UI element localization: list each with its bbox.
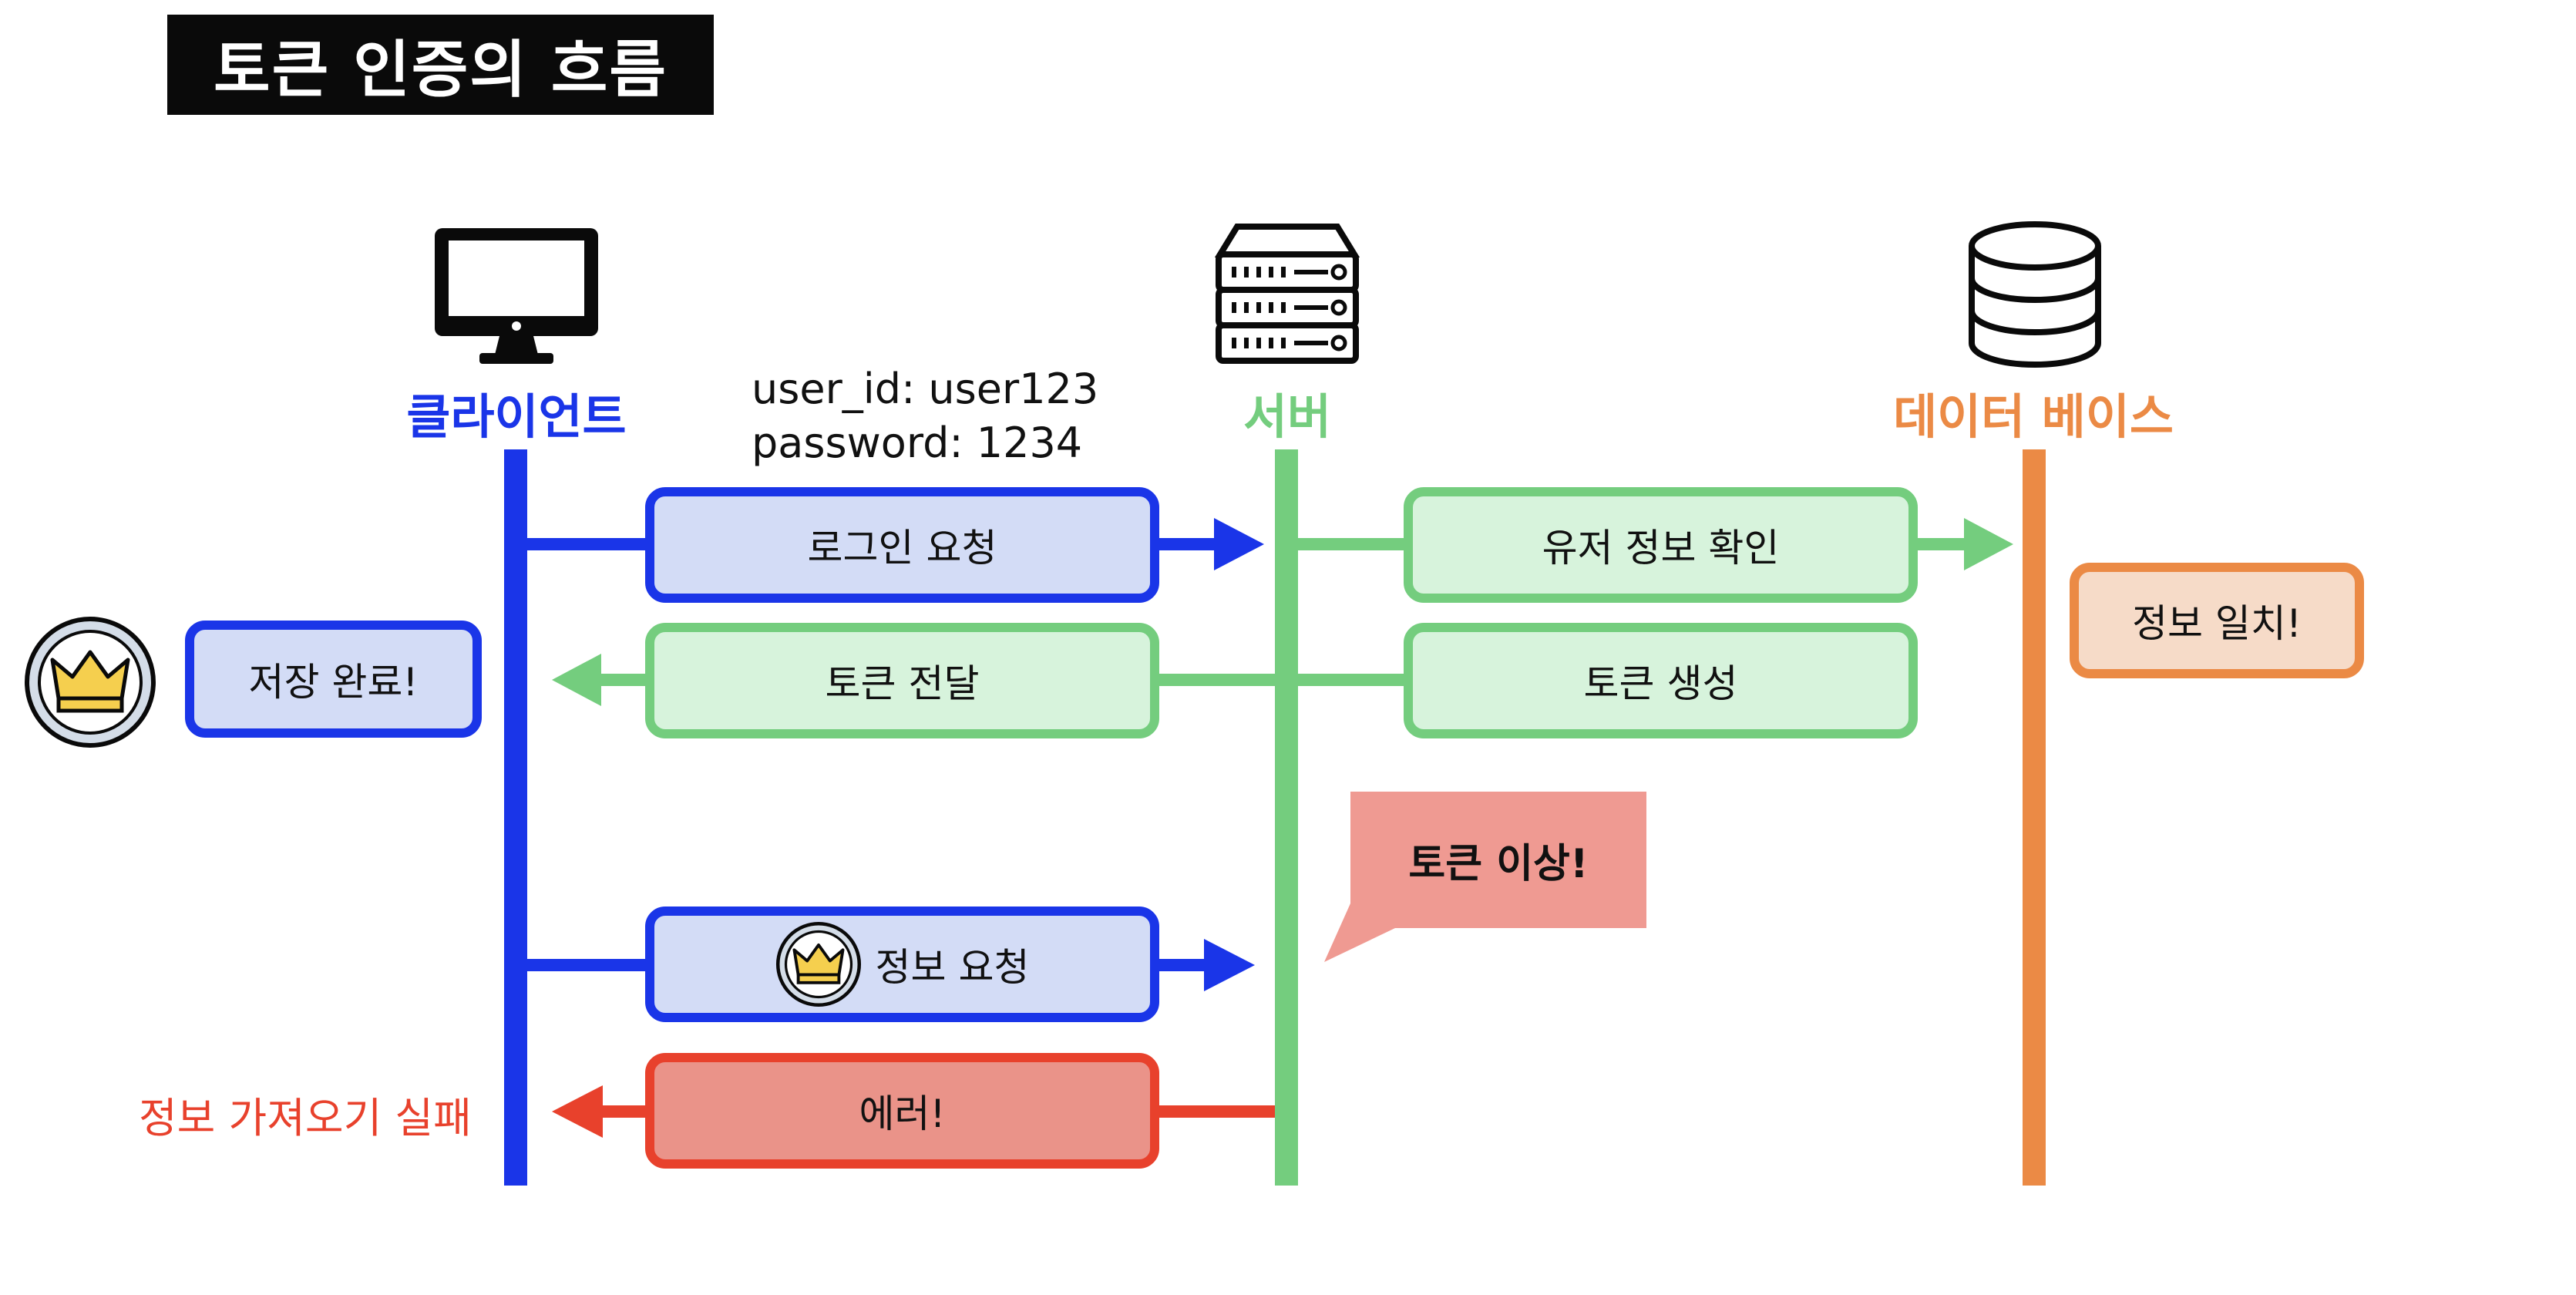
client-lifeline [504, 449, 527, 1186]
info-request-arrowhead [1204, 939, 1255, 991]
crown-medal-icon [775, 921, 861, 1007]
token-problem-callout: 토큰 이상! [1408, 841, 1589, 887]
database-lifeline [2023, 449, 2046, 1186]
verify-user-arrowhead [1964, 518, 2013, 570]
create-token-box: 토큰 생성 [1404, 623, 1918, 738]
save-done-box: 저장 완료! [185, 621, 482, 738]
monitor-icon [435, 228, 598, 364]
login-request-box: 로그인 요청 [645, 487, 1159, 603]
info-match-box: 정보 일치! [2070, 563, 2364, 678]
deliver-token-box: 토큰 전달 [645, 623, 1159, 738]
login-request-label: 로그인 요청 [807, 526, 997, 570]
save-done-label: 저장 완료! [248, 660, 419, 705]
database-lane-label: 데이터 베이스 [1893, 388, 2174, 445]
client-lane-label: 클라이언트 [406, 388, 627, 445]
diagram-title: 토큰 인증의 흐름 [167, 15, 714, 115]
error-arrowhead [552, 1085, 603, 1138]
fetch-failed-text: 정보 가져오기 실패 [139, 1094, 472, 1142]
database-icon [1969, 221, 2101, 368]
server-lifeline [1275, 449, 1298, 1186]
password-text: password: 1234 [752, 419, 1083, 467]
error-box: 에러! [645, 1053, 1159, 1169]
error-label: 에러! [859, 1092, 946, 1136]
user-id-text: user_id: user123 [752, 365, 1099, 413]
server-rack-icon [1214, 224, 1360, 364]
info-request-label: 정보 요청 [875, 945, 1030, 990]
info-request-box: 정보 요청 [645, 906, 1159, 1022]
login-request-arrowhead [1214, 518, 1264, 570]
credentials-block: user_id: user123 password: 1234 [752, 362, 1098, 470]
verify-user-box: 유저 정보 확인 [1404, 487, 1918, 603]
verify-user-label: 유저 정보 확인 [1542, 526, 1780, 570]
crown-medal-icon [25, 617, 156, 748]
create-token-label: 토큰 생성 [1583, 661, 1738, 706]
token-delivery-arrowhead [552, 654, 601, 706]
token-problem-callout-bubble [1324, 792, 1646, 962]
server-lane-label: 서버 [1243, 388, 1332, 445]
deliver-token-label: 토큰 전달 [825, 661, 980, 706]
info-match-label: 정보 일치! [2132, 601, 2302, 646]
